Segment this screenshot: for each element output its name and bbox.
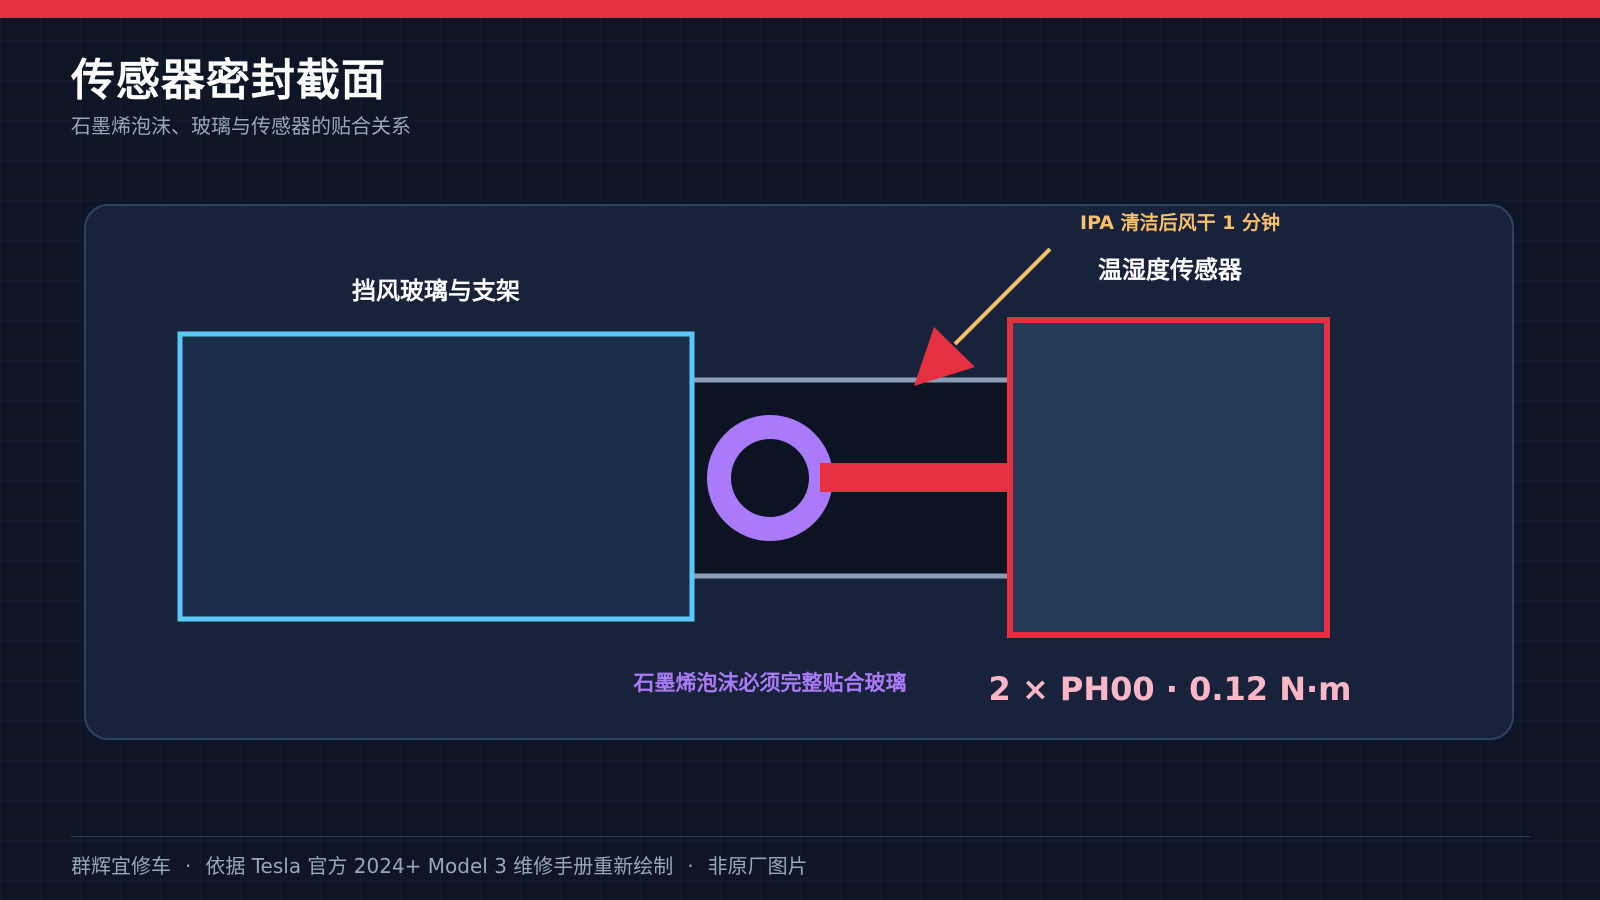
- footer-brand: 群辉宜修车: [71, 854, 171, 878]
- sensor-label: 温湿度传感器: [1098, 256, 1243, 284]
- cleaning-note-arrow-head-icon: [914, 327, 975, 386]
- sensor-contact-arm: [820, 463, 1012, 492]
- cleaning-note-leader-line: [953, 247, 1052, 346]
- footer-divider: [71, 836, 1531, 837]
- footer-source: 依据 Tesla 官方 2024+ Model 3 维修手册重新绘制: [205, 854, 674, 878]
- footer-separator: ·: [185, 854, 192, 878]
- foam-fit-note: 石墨烯泡沫必须完整贴合玻璃: [633, 671, 907, 695]
- torque-spec: 2 × PH00 · 0.12 N·m: [989, 670, 1352, 708]
- page-title: 传感器密封截面: [71, 55, 386, 106]
- page-subtitle: 石墨烯泡沫、玻璃与传感器的贴合关系: [71, 114, 411, 138]
- top-accent-bar: [0, 0, 1600, 18]
- windshield-bracket-block: [177, 331, 695, 622]
- windshield-bracket-label: 挡风玻璃与支架: [352, 277, 520, 305]
- footer-separator: ·: [687, 854, 694, 878]
- footer-disclaimer: 非原厂图片: [707, 854, 808, 878]
- footer: 群辉宜修车 · 依据 Tesla 官方 2024+ Model 3 维修手册重新绘制…: [71, 850, 808, 879]
- temperature-humidity-sensor-block: [1007, 317, 1330, 638]
- cleaning-note: IPA 清洁后风干 1 分钟: [1080, 211, 1280, 234]
